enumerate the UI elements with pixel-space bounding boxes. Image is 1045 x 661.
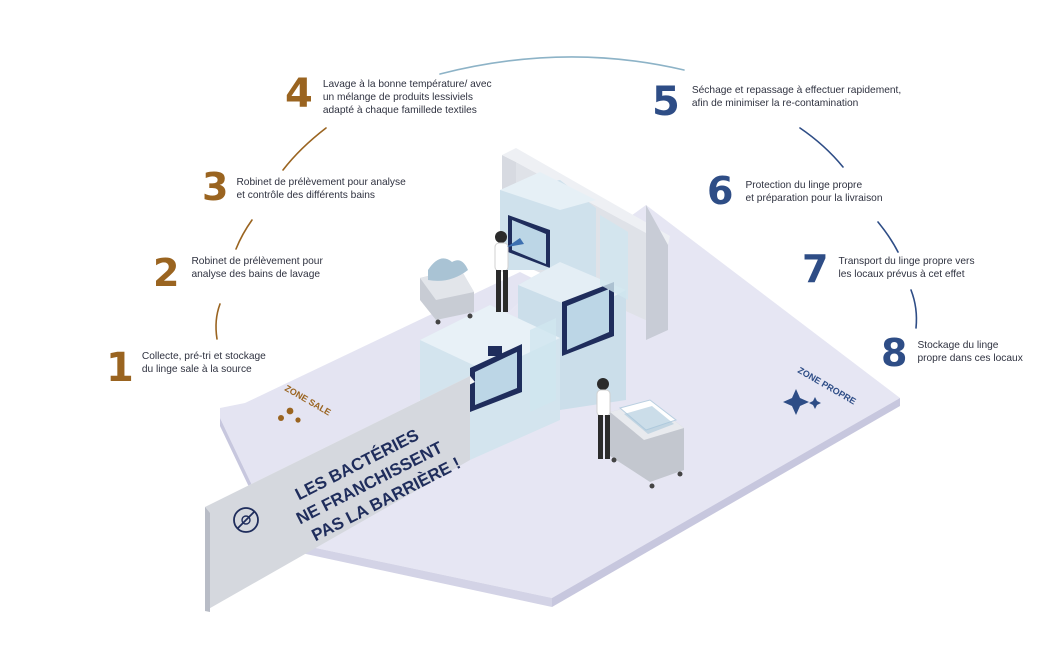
step-number: 2 (153, 251, 180, 295)
step-text: Protection du linge propre et préparatio… (745, 179, 882, 205)
arc-3-4 (282, 127, 327, 171)
washing-machines (420, 172, 628, 460)
step-line: et contrôle des différents bains (236, 190, 376, 201)
floor-edge-bottom (278, 540, 552, 607)
step-line: Transport du linge propre vers (838, 256, 975, 267)
glass-panel-1 (600, 215, 628, 300)
step-text: Lavage à la bonne température/ avec un m… (323, 78, 492, 117)
step-number: 5 (652, 79, 680, 125)
step-number: 1 (106, 345, 134, 391)
barrier-wall: LES BACTÉRIES NE FRANCHISSENT PAS LA BAR… (205, 376, 475, 612)
step-text: Robinet de prélèvement pour analyse et c… (236, 176, 405, 202)
floor-edge-right (552, 398, 900, 607)
step-line: et préparation pour la livraison (745, 193, 883, 204)
dirty-laundry-cart (420, 258, 474, 325)
step-number: 7 (802, 247, 829, 291)
step-number: 6 (707, 169, 734, 213)
step-number: 3 (202, 165, 229, 209)
process-arcs (215, 56, 918, 340)
arc-7-8 (910, 289, 918, 329)
step-line: Séchage et repassage à effectuer rapidem… (691, 85, 902, 96)
arc-5-6 (799, 127, 844, 168)
worker-clean-side (596, 378, 611, 459)
step-text: Transport du linge propre vers les locau… (838, 255, 974, 281)
step-line: Lavage à la bonne température/ avec (322, 79, 492, 90)
step-line: les locaux prévus à cet effet (838, 269, 965, 280)
step-text: Robinet de prélèvement pour analyse des … (191, 255, 322, 281)
worker-dirty-side (494, 231, 524, 312)
machine-back (500, 172, 596, 280)
no-bacteria-icon (233, 507, 259, 533)
step-line: un mélange de produits lessiviels (322, 92, 473, 103)
sparkle-icon (783, 389, 821, 415)
step-text: Séchage et repassage à effectuer rapidem… (692, 84, 901, 110)
step-8: 8 Stockage du linge propre dans ces loca… (881, 334, 1023, 372)
arc-1-2 (215, 303, 221, 340)
step-number: 8 (881, 331, 908, 375)
glass-panel-2 (530, 318, 556, 412)
clean-laundry-cart (610, 399, 684, 489)
step-text: Collecte, pré-tri et stockage du linge s… (142, 350, 266, 376)
step-line: Robinet de prélèvement pour analyse (236, 177, 406, 188)
step-line: Protection du linge propre (745, 180, 863, 191)
barrier-end (205, 507, 210, 612)
step-line: adapté à chaque famillede textiles (322, 105, 477, 116)
arc-6-7 (877, 221, 899, 253)
step-7: 7 Transport du linge propre vers les loc… (802, 250, 975, 288)
step-3: 3 Robinet de prélèvement pour analyse et… (202, 168, 406, 206)
step-line: Stockage du linge (917, 340, 999, 351)
bacteria-icon (278, 407, 301, 423)
arc-4-5 (439, 56, 685, 75)
step-line: afin de minimiser la re-contamination (691, 98, 859, 109)
step-6: 6 Protection du linge propre et préparat… (707, 172, 883, 210)
step-text: Stockage du linge propre dans ces locaux (917, 339, 1022, 365)
side-wall-right (646, 205, 668, 340)
step-1: 1 Collecte, pré-tri et stockage du linge… (106, 348, 266, 388)
step-line: Collecte, pré-tri et stockage (141, 351, 266, 362)
step-line: propre dans ces locaux (917, 353, 1023, 364)
step-line: Robinet de prélèvement pour (191, 256, 323, 267)
barrier-face (205, 376, 470, 611)
step-5: 5 Séchage et repassage à effectuer rapid… (652, 82, 901, 122)
arc-2-3 (235, 219, 253, 250)
step-line: du linge sale à la source (141, 364, 252, 375)
step-line: analyse des bains de lavage (191, 269, 321, 280)
step-4: 4 Lavage à la bonne température/ avec un… (285, 74, 492, 117)
step-number: 4 (285, 71, 313, 117)
step-2: 2 Robinet de prélèvement pour analyse de… (153, 254, 323, 292)
